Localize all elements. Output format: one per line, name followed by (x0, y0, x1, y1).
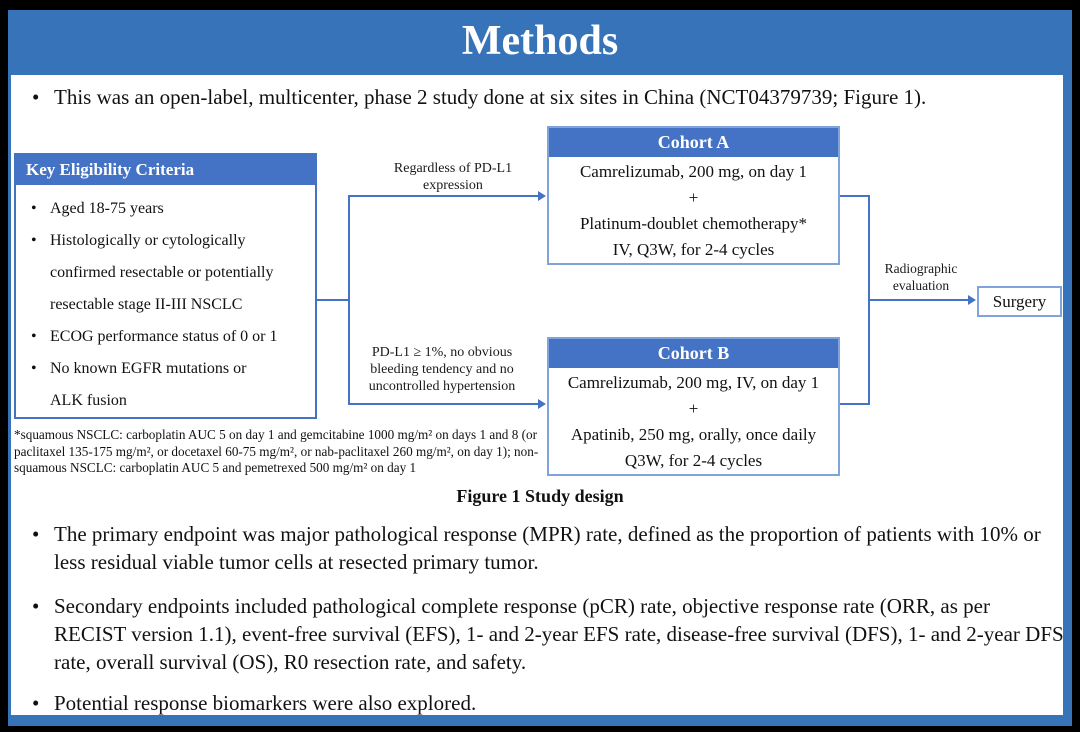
cohort-b-line: Apatinib, 250 mg, orally, once daily (570, 425, 817, 444)
eligibility-line: Aged 18-75 years (50, 200, 164, 217)
biomarkers-bullet: Potential response biomarkers were also … (28, 689, 1028, 717)
eligibility-line: resectable stage II-III NSCLC (50, 296, 243, 313)
eligibility-header: Key Eligibility Criteria (16, 155, 315, 185)
eligibility-box: Key Eligibility Criteria Aged 18-75 year… (14, 153, 317, 419)
branch-a-label-line: expression (423, 178, 483, 193)
methods-slide: Methods This was an open-label, multicen… (8, 10, 1072, 726)
cohort-a-line: Platinum-doublet chemotherapy* (579, 214, 808, 233)
primary-endpoint-text: The primary endpoint was major pathologi… (54, 522, 1041, 574)
flow-line-split (348, 195, 350, 405)
arrow-to-cohort-b (349, 399, 546, 409)
branch-b-label-line: PD-L1 ≥ 1%, no obvious (371, 345, 513, 360)
radiographic-evaluation-line: Radiographic (884, 261, 958, 276)
cohort-b-line: Q3W, for 2-4 cycles (624, 451, 763, 470)
biomarkers-text: Potential response biomarkers were also … (54, 691, 477, 715)
list-item: Aged 18-75 years (26, 193, 311, 225)
eligibility-line: No known EGFR mutations or (50, 360, 247, 377)
primary-endpoint-bullet: The primary endpoint was major pathologi… (28, 520, 1060, 576)
flow-line-from-cohort-a (840, 195, 870, 197)
flow-line-from-eligibility (317, 299, 349, 301)
page-title: Methods (461, 18, 619, 64)
cohort-a-line: IV, Q3W, for 2-4 cycles (612, 240, 775, 259)
branch-a-label: Regardless of PD-L1 expression (360, 160, 546, 194)
cohort-a-body: Camrelizumab, 200 mg, on day 1 + Platinu… (549, 157, 838, 263)
cohort-b-body: Camrelizumab, 200 mg, IV, on day 1 + Apa… (549, 368, 838, 474)
cohort-b-line: + (688, 399, 699, 418)
slide-border-right (1063, 10, 1072, 726)
arrow-to-surgery (869, 295, 976, 305)
eligibility-line: ECOG performance status of 0 or 1 (50, 328, 278, 345)
cohort-b-box: Cohort B Camrelizumab, 200 mg, IV, on da… (547, 337, 840, 476)
cohort-a-header: Cohort A (549, 128, 838, 157)
cohort-b-line: Camrelizumab, 200 mg, IV, on day 1 (567, 373, 820, 392)
eligibility-line: Histologically or cytologically (50, 232, 246, 249)
branch-b-label: PD-L1 ≥ 1%, no obvious bleeding tendency… (338, 344, 546, 395)
chemotherapy-footnote: *squamous NSCLC: carboplatin AUC 5 on da… (14, 427, 539, 475)
slide-border-bottom (8, 715, 1072, 726)
eligibility-line: ALK fusion (50, 392, 127, 409)
list-item: Histologically or cytologically confirme… (26, 225, 311, 321)
radiographic-evaluation-line: evaluation (892, 278, 950, 293)
figure-caption: Figure 1 Study design (456, 486, 624, 506)
flow-line-from-cohort-b (840, 403, 870, 405)
secondary-endpoints-bullet: Secondary endpoints included pathologica… (28, 592, 1064, 676)
slide-title-bar: Methods (8, 10, 1072, 75)
intro-text: This was an open-label, multicenter, pha… (54, 85, 927, 109)
radiographic-evaluation-label: Radiographic evaluation (868, 260, 974, 294)
eligibility-list: Aged 18-75 years Histologically or cytol… (16, 185, 315, 417)
list-item: ECOG performance status of 0 or 1 (26, 321, 311, 353)
slide-border-left (8, 10, 11, 726)
cohort-b-header: Cohort B (549, 339, 838, 368)
branch-b-label-line: uncontrolled hypertension (368, 379, 516, 394)
cohort-a-box: Cohort A Camrelizumab, 200 mg, on day 1 … (547, 126, 840, 265)
cohort-a-line: + (688, 188, 699, 207)
arrow-to-cohort-a (349, 191, 546, 201)
branch-a-label-line: Regardless of PD-L1 (393, 161, 513, 176)
branch-b-label-line: bleeding tendency and no (370, 362, 514, 377)
secondary-endpoints-text: Secondary endpoints included pathologica… (54, 594, 1064, 674)
intro-bullet: This was an open-label, multicenter, pha… (28, 83, 1056, 111)
eligibility-line: confirmed resectable or potentially (50, 264, 274, 281)
cohort-a-line: Camrelizumab, 200 mg, on day 1 (579, 162, 808, 181)
surgery-box: Surgery (977, 286, 1062, 317)
list-item: No known EGFR mutations or ALK fusion (26, 353, 311, 417)
